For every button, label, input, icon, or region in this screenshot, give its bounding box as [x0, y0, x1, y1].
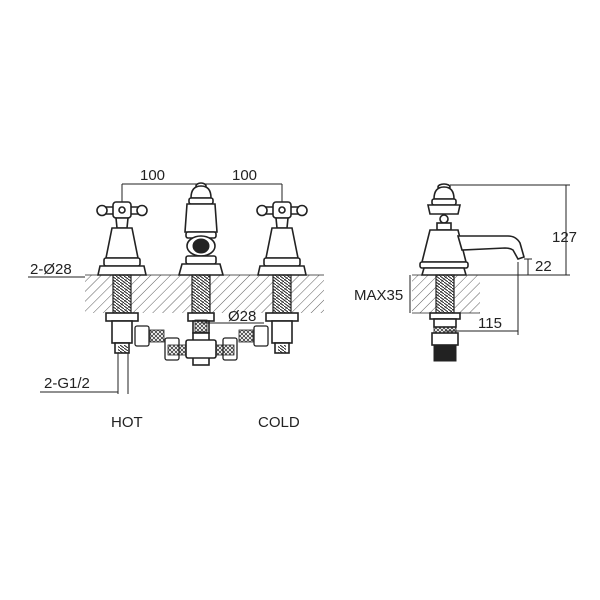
deck-hole-dimension: 2-Ø28	[28, 261, 85, 278]
cold-label: COLD	[258, 414, 300, 431]
inlet-thread-dimension: 2-G1/2	[40, 375, 118, 393]
hot-shank	[112, 274, 132, 314]
spout-height-dimension: 22	[524, 258, 552, 275]
cold-shank	[272, 274, 292, 314]
side-valve	[419, 183, 469, 276]
spout-shank	[191, 274, 211, 314]
centre-spout	[177, 182, 225, 366]
spout-reach-dimension: 115	[445, 262, 519, 335]
front-view: 100 100 2-Ø28	[28, 167, 324, 431]
hot-valve	[96, 201, 148, 394]
height-dimension: 127	[450, 184, 577, 276]
side-view: 127 22 MAX35 115	[354, 183, 577, 362]
dimension-max-deck: MAX35	[354, 287, 403, 304]
flexible-hoses	[134, 319, 269, 361]
dimension-centre-hole: Ø28	[228, 308, 256, 325]
hot-label: HOT	[111, 414, 143, 431]
dimension-height: 127	[552, 229, 577, 246]
dimension-spacing-left: 100	[140, 167, 165, 184]
side-spout	[456, 235, 525, 260]
dimension-spacing-right: 100	[232, 167, 257, 184]
cold-valve	[256, 201, 308, 354]
side-shank	[435, 274, 455, 314]
dimension-spout-reach: 115	[478, 315, 502, 332]
deck-thickness-dimension: MAX35	[354, 275, 411, 313]
dimension-inlet-thread: 2-G1/2	[44, 375, 90, 392]
centre-hole-dimension: Ø28	[201, 308, 264, 325]
dimension-spout-height: 22	[535, 258, 552, 275]
dimension-deck-hole: 2-Ø28	[30, 261, 72, 278]
